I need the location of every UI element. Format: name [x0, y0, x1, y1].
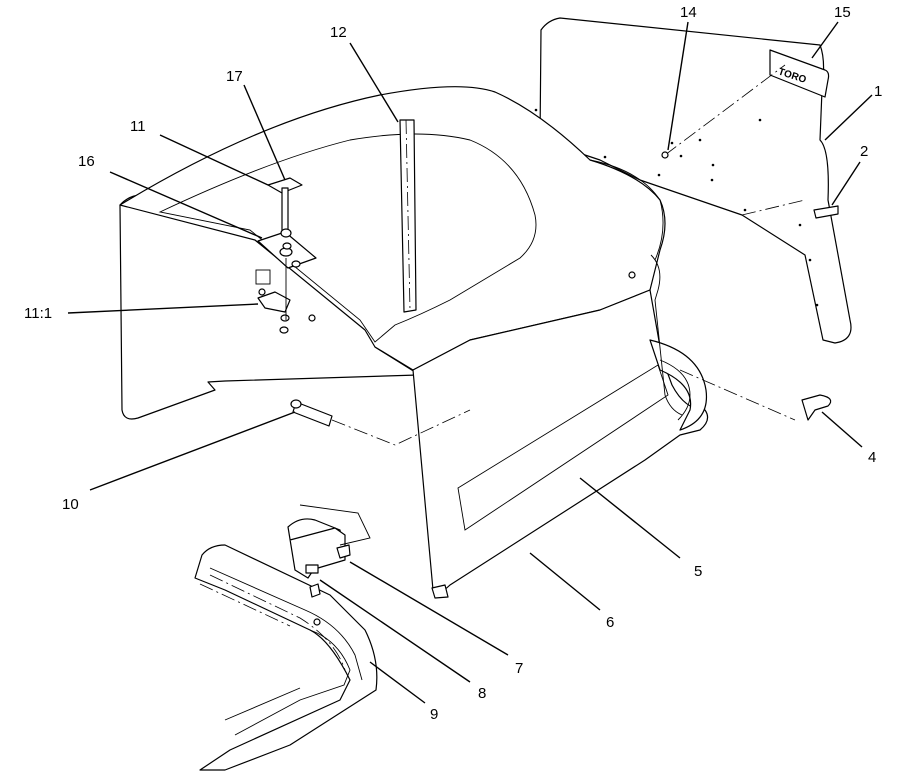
callout-4: 4 — [868, 449, 876, 466]
callout-11-1: 11:1 — [24, 305, 52, 322]
callout-1: 1 — [874, 83, 882, 100]
pin-and-clip — [628, 199, 839, 421]
callout-6: 6 — [606, 614, 614, 631]
callout-2: 2 — [860, 143, 868, 160]
callout-11: 11 — [130, 118, 146, 135]
logo-plate: TORO — [661, 49, 830, 159]
callout-7: 7 — [515, 660, 523, 677]
callout-12: 12 — [330, 24, 347, 41]
callout-5: 5 — [694, 563, 702, 580]
rear-panel — [534, 17, 852, 344]
callout-8: 8 — [478, 685, 486, 702]
callout-14: 14 — [680, 4, 697, 21]
callout-17: 17 — [226, 68, 243, 85]
hinge-pin — [290, 399, 471, 446]
callout-9: 9 — [430, 706, 438, 723]
support-rod — [399, 119, 417, 313]
latch-assembly — [255, 177, 317, 334]
callout-labels: 1 2 4 5 6 7 8 9 10 11 11:1 12 14 15 16 1… — [24, 4, 882, 723]
hinge-bracket — [287, 504, 371, 598]
callout-10: 10 — [62, 496, 79, 513]
callout-15: 15 — [834, 4, 851, 21]
hood-body — [119, 86, 709, 599]
callout-16: 16 — [78, 153, 95, 170]
base-frame — [194, 544, 378, 771]
leader-lines — [67, 21, 873, 704]
